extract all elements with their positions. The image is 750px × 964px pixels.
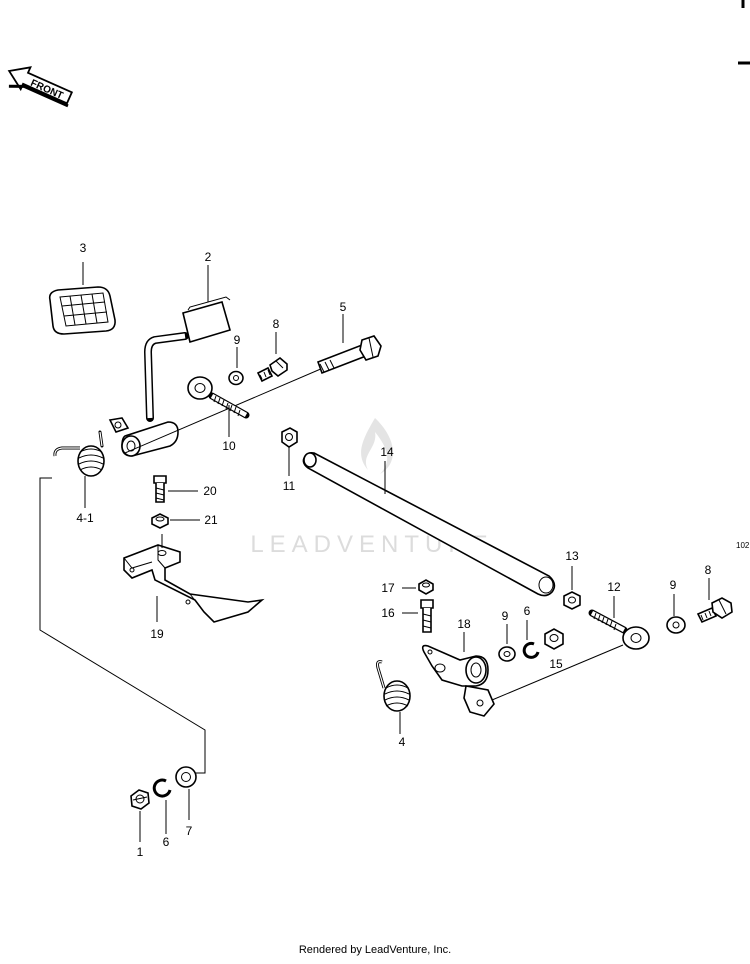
callout-1: 1 xyxy=(137,845,144,859)
callout-19: 19 xyxy=(150,627,164,641)
callout-6-bottom: 6 xyxy=(163,835,170,849)
page-code: 102 xyxy=(736,541,750,550)
nut-1-part xyxy=(130,789,150,810)
lever-spring-part xyxy=(376,660,411,712)
callout-15: 15 xyxy=(549,657,563,671)
shaft-nut-part xyxy=(563,591,581,610)
callout-12: 12 xyxy=(607,580,621,594)
rod-end-12-part xyxy=(588,609,650,650)
return-spring-part xyxy=(53,430,105,477)
cross-shaft-part xyxy=(302,451,556,597)
washer-9-right-part xyxy=(666,616,686,634)
callout-2: 2 xyxy=(205,250,212,264)
callout-4: 4 xyxy=(399,735,406,749)
callout-4-1: 4-1 xyxy=(76,511,94,525)
callout-9-top: 9 xyxy=(234,333,241,347)
callout-18: 18 xyxy=(457,617,471,631)
bolt-16-part xyxy=(420,599,434,633)
bolt-8-right-part xyxy=(696,597,733,624)
callout-17: 17 xyxy=(381,581,395,595)
bracket-part xyxy=(123,544,265,623)
nut-17-part xyxy=(418,579,434,595)
washer-part xyxy=(228,370,244,386)
callout-9-mid: 9 xyxy=(502,609,509,623)
callout-10: 10 xyxy=(222,439,236,453)
callout-8-right: 8 xyxy=(705,563,712,577)
callout-7: 7 xyxy=(186,824,193,838)
callout-20: 20 xyxy=(203,484,217,498)
bracket-bolt-part xyxy=(153,475,167,503)
front-arrow-icon: FRONT xyxy=(7,66,74,108)
nut-15-part xyxy=(544,628,564,650)
callout-8-top: 8 xyxy=(273,317,280,331)
bracket-nut-part xyxy=(151,513,169,529)
callout-5: 5 xyxy=(340,300,347,314)
corner-marks xyxy=(738,0,750,65)
pedal-rubber-part xyxy=(48,286,116,335)
callout-9-right: 9 xyxy=(670,578,677,592)
callout-13: 13 xyxy=(565,549,579,563)
callout-labels: 3 2 5 8 9 10 11 14 4-1 20 21 19 13 17 16… xyxy=(76,241,711,859)
brake-pedal-part xyxy=(108,296,231,457)
callout-6-mid: 6 xyxy=(524,604,531,618)
callout-11: 11 xyxy=(283,479,296,493)
callout-21: 21 xyxy=(204,513,218,527)
lock-washer-6-bottom-part xyxy=(152,778,172,798)
nut-part xyxy=(281,427,298,448)
callout-16: 16 xyxy=(381,606,395,620)
lock-washer-6-mid-part xyxy=(522,641,540,659)
pivot-bolt-part xyxy=(316,335,382,375)
rod-axis-line xyxy=(491,644,624,701)
footer-credit: Rendered by LeadVenture, Inc. xyxy=(298,944,452,956)
washer-9-mid-part xyxy=(498,646,516,662)
callout-3: 3 xyxy=(80,241,87,255)
assembly-leader-line xyxy=(39,477,206,774)
bolt-part xyxy=(256,356,288,383)
washer-7-part xyxy=(175,766,197,788)
callout-14: 14 xyxy=(380,445,394,459)
brake-lever-part xyxy=(421,644,495,717)
